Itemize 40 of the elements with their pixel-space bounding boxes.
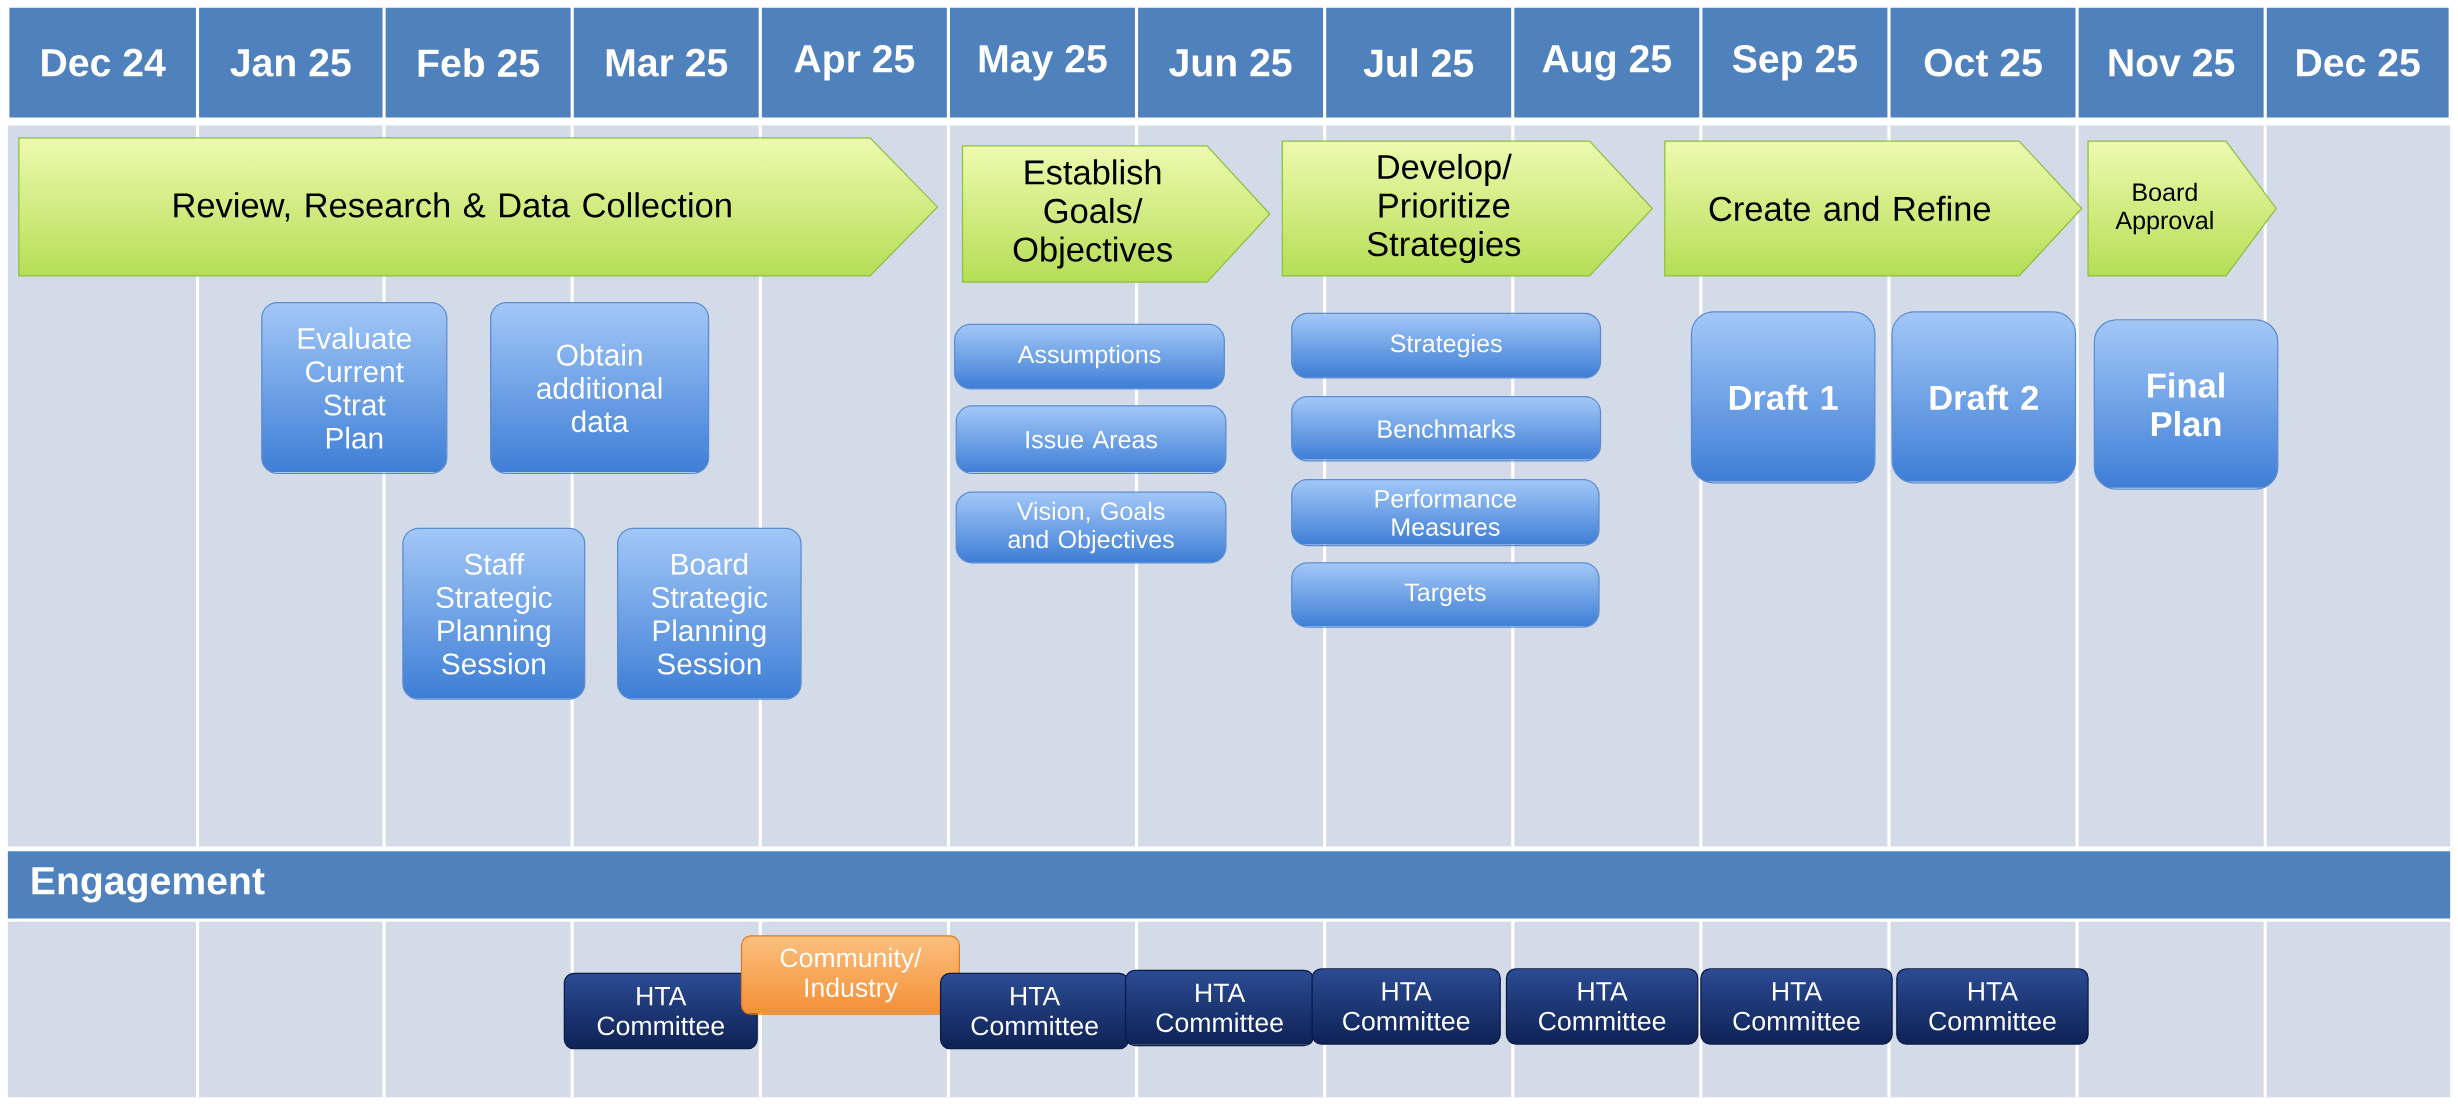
month-header: Dec 24	[9, 8, 196, 118]
rounded-box: HTA Committee	[1505, 968, 1699, 1045]
phase-banner: Establish Goals/ Objectives	[961, 145, 1271, 283]
rounded-box: Targets	[1291, 562, 1600, 628]
month-header: Apr 25	[761, 8, 947, 118]
month-header: Nov 25	[2078, 8, 2264, 118]
month-header: Jul 25	[1326, 8, 1512, 118]
rounded-box: Draft 2	[1891, 311, 2077, 484]
rounded-box: HTA Committee	[563, 973, 758, 1050]
month-header: Oct 25	[1890, 8, 2076, 118]
month-header: Jan 25	[199, 8, 383, 118]
rounded-box: Vision, Goals and Objectives	[955, 491, 1227, 564]
rounded-box: Board Strategic Planning Session	[617, 527, 802, 700]
rounded-box: HTA Committee	[1700, 968, 1893, 1045]
month-header: Aug 25	[1514, 8, 1700, 118]
rounded-box: Evaluate Current Strat Plan	[261, 302, 448, 475]
rounded-box: Draft 1	[1690, 311, 1876, 484]
rounded-box: HTA Committee	[1124, 969, 1315, 1047]
month-header: Feb 25	[385, 8, 571, 118]
rounded-box: Staff Strategic Planning Session	[402, 527, 586, 700]
month-header: Dec 25	[2266, 8, 2449, 118]
rounded-box: Final Plan	[2093, 319, 2279, 490]
rounded-box: HTA Committee	[939, 973, 1130, 1050]
month-header: May 25	[950, 8, 1135, 118]
month-header: Sep 25	[1702, 8, 1888, 118]
rounded-box: Strategies	[1291, 313, 1602, 379]
rounded-box: Obtain additional data	[490, 302, 710, 475]
rounded-box: Assumptions	[954, 324, 1225, 390]
rounded-box: Community/ Industry	[740, 935, 960, 1016]
phase-banner: Develop/ Prioritize Strategies	[1281, 140, 1654, 277]
section-band: Engagement	[7, 851, 2451, 919]
rounded-box: HTA Committee	[1896, 968, 2089, 1045]
month-header: Jun 25	[1138, 8, 1324, 118]
rounded-box: Performance Measures	[1291, 479, 1600, 547]
rounded-box: Issue Areas	[955, 405, 1227, 475]
rounded-box: Benchmarks	[1291, 396, 1602, 462]
rounded-box: HTA Committee	[1311, 968, 1501, 1045]
month-header: Mar 25	[573, 8, 759, 118]
phase-banner: Review, Research & Data Collection	[18, 137, 939, 277]
phase-banner: Create and Refine	[1664, 140, 2083, 277]
